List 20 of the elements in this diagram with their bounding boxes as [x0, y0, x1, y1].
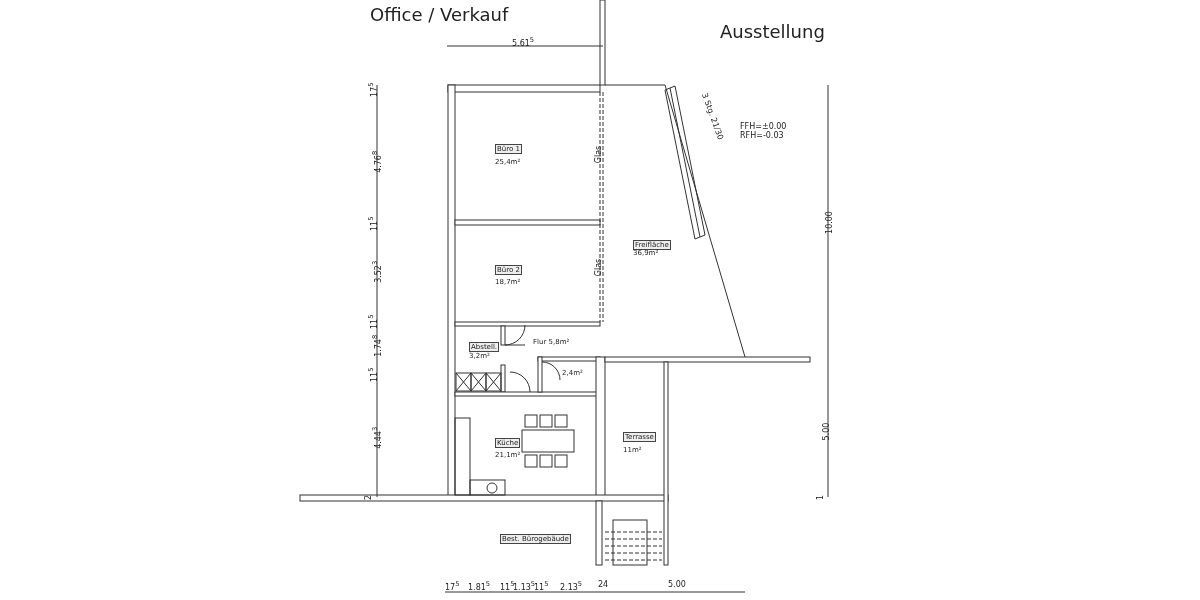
dimension-text: 11$^{5}$ [534, 580, 549, 592]
level-note: FFH=±0.00 [740, 122, 787, 131]
dimension-text: 5.61$^{5}$ [512, 36, 535, 48]
dimension-text: 10.00 [824, 211, 834, 234]
material-note: Glas [594, 258, 604, 277]
dimension-text: 24 [598, 580, 609, 589]
plan-title: Ausstellung [720, 22, 825, 42]
dimension-text: 2.13$^{5}$ [560, 580, 583, 592]
dimension-text: 5.00 [822, 422, 832, 441]
dimension-text: 2 [364, 494, 374, 501]
plan-title: Office / Verkauf [370, 5, 509, 25]
dimension-text: 1.81$^{5}$ [468, 580, 491, 592]
dimension-text: 1.13$^{5}$ [513, 580, 536, 592]
dimension-text: 17$^{5}$ [445, 580, 460, 592]
dimension-text: 1 [816, 494, 826, 501]
dimension-text: 11$^{5}$ [500, 580, 515, 592]
material-note: Glas [594, 145, 604, 164]
dimension-text: 5.00 [668, 580, 686, 589]
level-note: RFH=-0.03 [740, 131, 784, 140]
stair-note: 3 Stg. 21/30 [699, 91, 726, 142]
